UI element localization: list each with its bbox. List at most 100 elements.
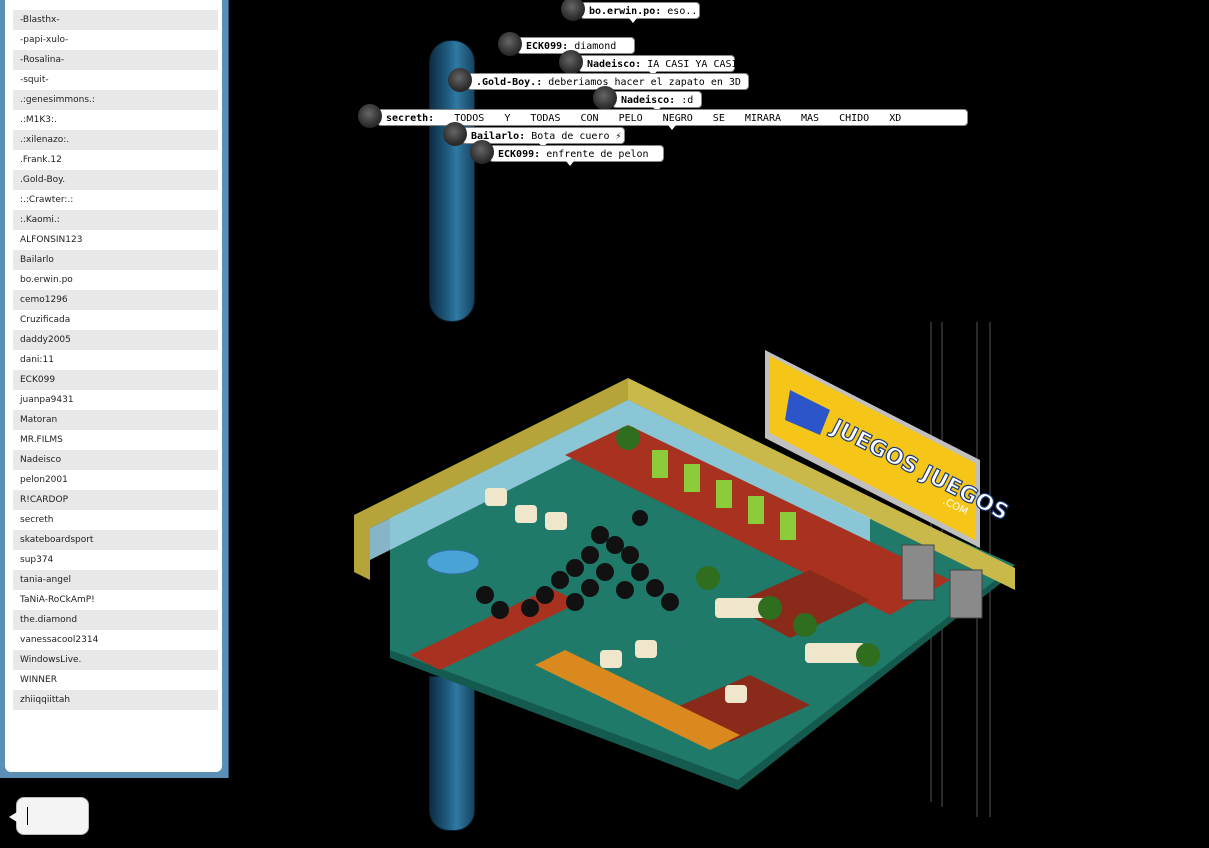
user-list-item[interactable]: secreth <box>13 510 218 530</box>
user-list-item[interactable]: ALFONSIN123 <box>13 230 218 250</box>
arcade-machine[interactable] <box>716 480 732 508</box>
user-list-item[interactable]: Nadeisco <box>13 450 218 470</box>
user-list-panel: -Blasthx- -papi-xulo- -Rosalina- -squit-… <box>0 0 229 778</box>
arcade-machine[interactable] <box>748 496 764 524</box>
elevator-door[interactable] <box>949 569 983 619</box>
user-list-item[interactable]: WindowsLive. <box>13 650 218 670</box>
chat-bubble[interactable]: ECK099: enfrente de pelon <box>470 140 664 166</box>
user-list-item[interactable]: cemo1296 <box>13 290 218 310</box>
chat-author: bo.erwin.po: <box>589 6 662 17</box>
user-list-item[interactable]: bo.erwin.po <box>13 270 218 290</box>
user-list: -Blasthx- -papi-xulo- -Rosalina- -squit-… <box>13 10 218 710</box>
chat-bubble[interactable]: Bailarlo: Bota de cuero ⚡ <box>443 122 625 148</box>
chat-text: Bota de cuero ⚡ <box>531 131 622 142</box>
left-wall <box>354 378 628 580</box>
text-caret <box>27 807 28 825</box>
chat-bubble[interactable]: .Gold-Boy.: deberiamos hacer el zapato e… <box>448 68 749 94</box>
user-list-item[interactable]: Matoran <box>13 410 218 430</box>
chat-author: Nadeisco: <box>621 95 676 106</box>
chat-author: Bailarlo: <box>471 131 526 142</box>
potted-plant <box>793 613 817 637</box>
chat-bubble[interactable]: Nadeisco: :d <box>593 86 702 112</box>
arcade-machine[interactable] <box>652 450 668 478</box>
bubble-tail <box>668 125 676 130</box>
chat-text: :d <box>681 95 694 106</box>
user-list-item[interactable]: juanpa9431 <box>13 390 218 410</box>
lounge-rug <box>730 570 870 638</box>
avatar-head-icon <box>498 32 522 56</box>
user-list-item[interactable]: vanessacool2314 <box>13 630 218 650</box>
user-list-item[interactable]: skateboardsport <box>13 530 218 550</box>
elevator-door[interactable] <box>901 544 935 601</box>
user-list-container: -Blasthx- -papi-xulo- -Rosalina- -squit-… <box>5 0 222 772</box>
sofa[interactable] <box>545 512 567 530</box>
user-list-item[interactable]: Bailarlo <box>13 250 218 270</box>
chat-bubble[interactable]: secreth: TODOS Y TODAS CON PELO NEGRO SE… <box>358 104 968 130</box>
user-list-item[interactable]: R!CARDOP <box>13 490 218 510</box>
user-list-item[interactable]: -papi-xulo- <box>13 30 218 50</box>
user-list-item[interactable]: WINNER <box>13 670 218 690</box>
chat-bubble[interactable]: ECK099: diamond <box>498 32 635 58</box>
user-list-item[interactable]: .Gold-Boy. <box>13 170 218 190</box>
user-list-item[interactable]: sup374 <box>13 550 218 570</box>
user-list-item[interactable]: ECK099 <box>13 370 218 390</box>
potted-plant <box>616 426 640 450</box>
avatar-head-icon <box>448 68 472 92</box>
user-list-item[interactable]: :.Kaomi.: <box>13 210 218 230</box>
chat-text: deberiamos hacer el zapato en 3D <box>548 77 741 88</box>
avatar-head-icon <box>561 0 585 21</box>
user-list-item[interactable]: tania-angel <box>13 570 218 590</box>
user-list-item[interactable]: the.diamond <box>13 610 218 630</box>
avatar-head-icon <box>593 86 617 110</box>
chat-text: diamond <box>574 41 617 52</box>
arcade-machine[interactable] <box>780 512 796 540</box>
user-list-item[interactable]: .:xilenazo:. <box>13 130 218 150</box>
hotel-lobby-room[interactable]: JUEGOS JUEGOS .COM <box>350 340 1030 800</box>
sofa[interactable] <box>805 643 865 663</box>
potted-plant <box>696 566 720 590</box>
arcade-machine[interactable] <box>684 464 700 492</box>
user-list-item[interactable]: .:genesimmons.: <box>13 90 218 110</box>
avatar-head-icon <box>443 122 467 146</box>
right-windows <box>628 400 870 548</box>
user-list-item[interactable]: dani:11 <box>13 350 218 370</box>
wooden-bench[interactable] <box>535 650 740 750</box>
chat-bubble[interactable]: Nadeisco: IA CASI YA CASI <box>559 50 738 76</box>
sofa[interactable] <box>635 640 657 658</box>
avatar-crowd[interactable] <box>476 510 679 619</box>
user-list-item[interactable]: :.:Crawter:.: <box>13 190 218 210</box>
user-list-item[interactable]: .:M1K3:. <box>13 110 218 130</box>
chat-text: IA CASI YA CASI <box>647 59 738 70</box>
chat-author: ECK099: <box>498 149 541 160</box>
chat-text: TODOS Y TODAS CON PELO NEGRO SE MIRARA M… <box>454 113 902 124</box>
chat-author: secreth: <box>386 113 435 124</box>
chat-text: eso.. <box>667 6 698 17</box>
user-list-item[interactable]: pelon2001 <box>13 470 218 490</box>
potted-plant <box>758 596 782 620</box>
sofa[interactable] <box>600 650 622 668</box>
right-wall <box>628 378 1015 590</box>
sofa[interactable] <box>485 488 507 506</box>
user-list-item[interactable]: -Blasthx- <box>13 10 218 30</box>
chat-author: .Gold-Boy.: <box>476 77 543 88</box>
user-list-item[interactable]: MR.FILMS <box>13 430 218 450</box>
sofa[interactable] <box>725 685 747 703</box>
user-list-item[interactable]: Cruzificada <box>13 310 218 330</box>
bubble-tail <box>566 161 574 166</box>
user-list-item[interactable]: .Frank.12 <box>13 150 218 170</box>
user-list-item[interactable]: zhiiqqiittah <box>13 690 218 710</box>
user-list-item[interactable]: daddy2005 <box>13 330 218 350</box>
avatar-head-icon <box>358 104 382 128</box>
blue-pillar-bottom <box>429 676 475 831</box>
sofa[interactable] <box>515 505 537 523</box>
chat-text: enfrente de pelon <box>546 149 649 160</box>
user-list-item[interactable]: -Rosalina- <box>13 50 218 70</box>
chat-author: Nadeisco: <box>587 59 642 70</box>
user-list-item[interactable]: -squit- <box>13 70 218 90</box>
bubble-tail <box>629 18 637 23</box>
chat-bubble[interactable]: bo.erwin.po: eso.. <box>561 0 700 23</box>
chat-input[interactable] <box>9 797 89 835</box>
chat-author: ECK099: <box>526 41 569 52</box>
potted-plant <box>856 643 880 667</box>
user-list-item[interactable]: TaNiA-RoCkAmP! <box>13 590 218 610</box>
